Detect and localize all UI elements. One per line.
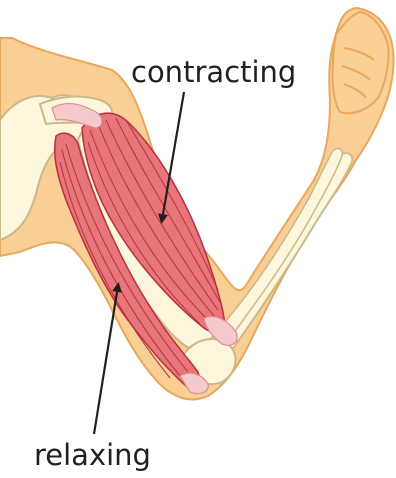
label-relaxing: relaxing [34,441,151,470]
relaxing-pointer [94,286,118,434]
label-contracting: contracting [131,58,296,87]
